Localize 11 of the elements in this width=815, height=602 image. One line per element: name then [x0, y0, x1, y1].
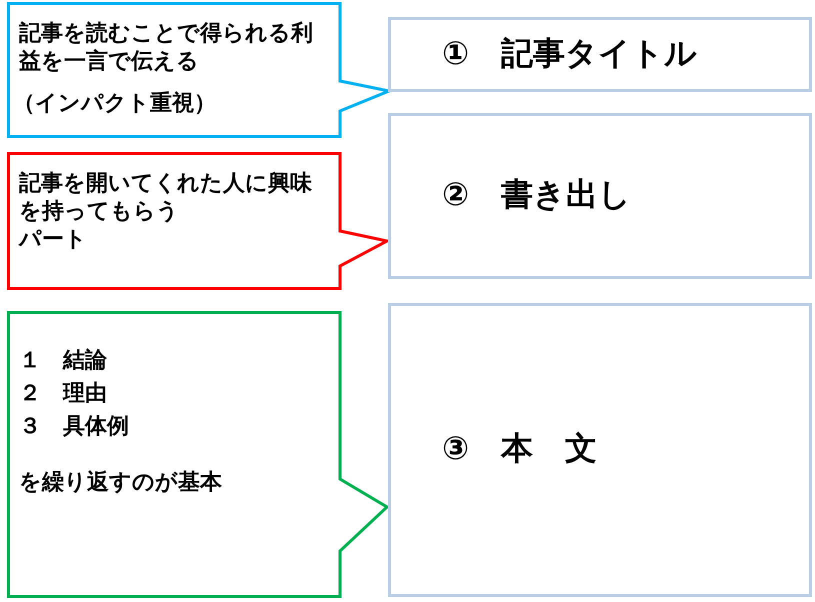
callout-text: を繰り返すのが基本 — [19, 469, 222, 497]
section-title: ② 書き出し — [442, 174, 632, 214]
callout-text: 記事を開いてくれた人に興味を持ってもらう — [19, 170, 313, 226]
callout-text: 記事を読むことで得られる利益を一言で伝える — [19, 20, 314, 76]
list-item: １ 結論 — [19, 347, 107, 375]
list-item: ２ 理由 — [19, 380, 107, 408]
callout-text: （インパクト重視） — [13, 90, 216, 118]
callout-text: パート — [19, 226, 87, 254]
section-title: ③ 本 文 — [442, 428, 598, 468]
list-item: ３ 具体例 — [19, 413, 129, 441]
section-title: ① 記事タイトル — [442, 32, 698, 72]
